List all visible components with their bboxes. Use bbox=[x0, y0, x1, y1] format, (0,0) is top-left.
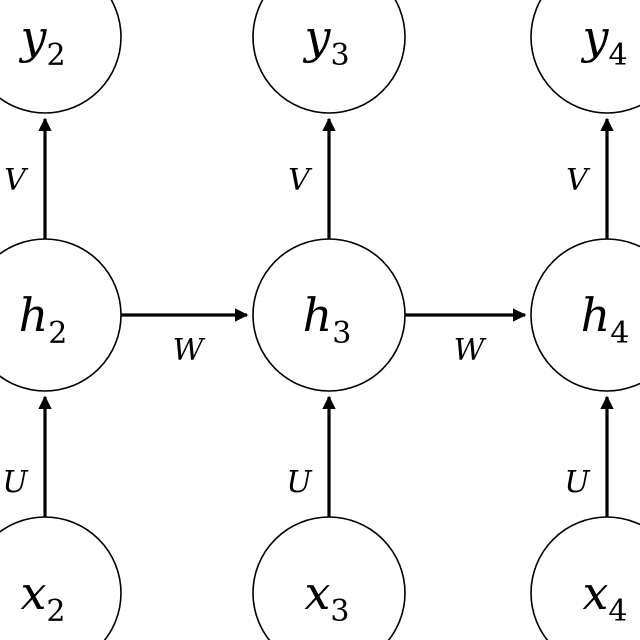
node-y4-label: y4 bbox=[580, 10, 627, 73]
node-y4-subscript: 4 bbox=[608, 38, 627, 73]
node-h4-label: h4 bbox=[581, 288, 630, 351]
node-x2-circle bbox=[0, 516, 122, 640]
node-x4-label: x4 bbox=[582, 566, 627, 629]
node-h3-circle bbox=[252, 238, 406, 392]
node-x4: x4 bbox=[530, 516, 640, 640]
node-x4-symbol: x bbox=[582, 566, 608, 620]
node-h4-subscript: 4 bbox=[610, 316, 629, 351]
node-x3-label: x3 bbox=[304, 566, 349, 629]
node-y3-label: y3 bbox=[302, 10, 349, 73]
node-h3-subscript: 3 bbox=[332, 316, 351, 351]
node-x2: x2 bbox=[0, 516, 122, 640]
node-y4: y4 bbox=[530, 0, 640, 114]
node-y4-symbol: y bbox=[580, 10, 609, 64]
node-x3: x3 bbox=[252, 516, 406, 640]
node-h3-label: h3 bbox=[303, 288, 352, 351]
edge-label-u-2: U bbox=[2, 465, 29, 500]
node-x4-subscript: 4 bbox=[608, 594, 627, 629]
node-y2: y2 bbox=[0, 0, 122, 114]
node-y3-circle bbox=[252, 0, 406, 114]
node-x2-symbol: x bbox=[20, 566, 46, 620]
node-x2-label: x2 bbox=[20, 566, 65, 629]
node-y2-circle bbox=[0, 0, 122, 114]
node-x3-subscript: 3 bbox=[330, 594, 349, 629]
node-x2-subscript: 2 bbox=[46, 594, 65, 629]
edge-label-u-3: U bbox=[286, 465, 313, 500]
node-h2-circle bbox=[0, 238, 122, 392]
node-x4-circle bbox=[530, 516, 640, 640]
edge-label-w-2: W bbox=[454, 333, 487, 368]
node-h4: h4 bbox=[530, 238, 640, 392]
node-h2: h2 bbox=[0, 238, 122, 392]
node-y2-symbol: y bbox=[18, 10, 47, 64]
edge-label-v-2: V bbox=[4, 163, 29, 198]
node-h4-symbol: h bbox=[581, 288, 611, 342]
node-h4-circle bbox=[530, 238, 640, 392]
node-y2-label: y2 bbox=[18, 10, 65, 73]
node-y3-subscript: 3 bbox=[330, 38, 349, 73]
node-x3-circle bbox=[252, 516, 406, 640]
node-h3-symbol: h bbox=[303, 288, 333, 342]
node-x3-symbol: x bbox=[304, 566, 330, 620]
edge-label-u-4: U bbox=[564, 465, 591, 500]
edge-label-w-1: W bbox=[173, 333, 206, 368]
edge-label-v-3: V bbox=[288, 163, 313, 198]
node-h2-symbol: h bbox=[19, 288, 49, 342]
node-y3: y3 bbox=[252, 0, 406, 114]
node-y2-subscript: 2 bbox=[46, 38, 65, 73]
node-y4-circle bbox=[530, 0, 640, 114]
node-y3-symbol: y bbox=[302, 10, 331, 64]
node-h3: h3 bbox=[252, 238, 406, 392]
edge-label-v-4: V bbox=[566, 163, 591, 198]
node-h2-label: h2 bbox=[19, 288, 68, 351]
node-h2-subscript: 2 bbox=[48, 316, 67, 351]
